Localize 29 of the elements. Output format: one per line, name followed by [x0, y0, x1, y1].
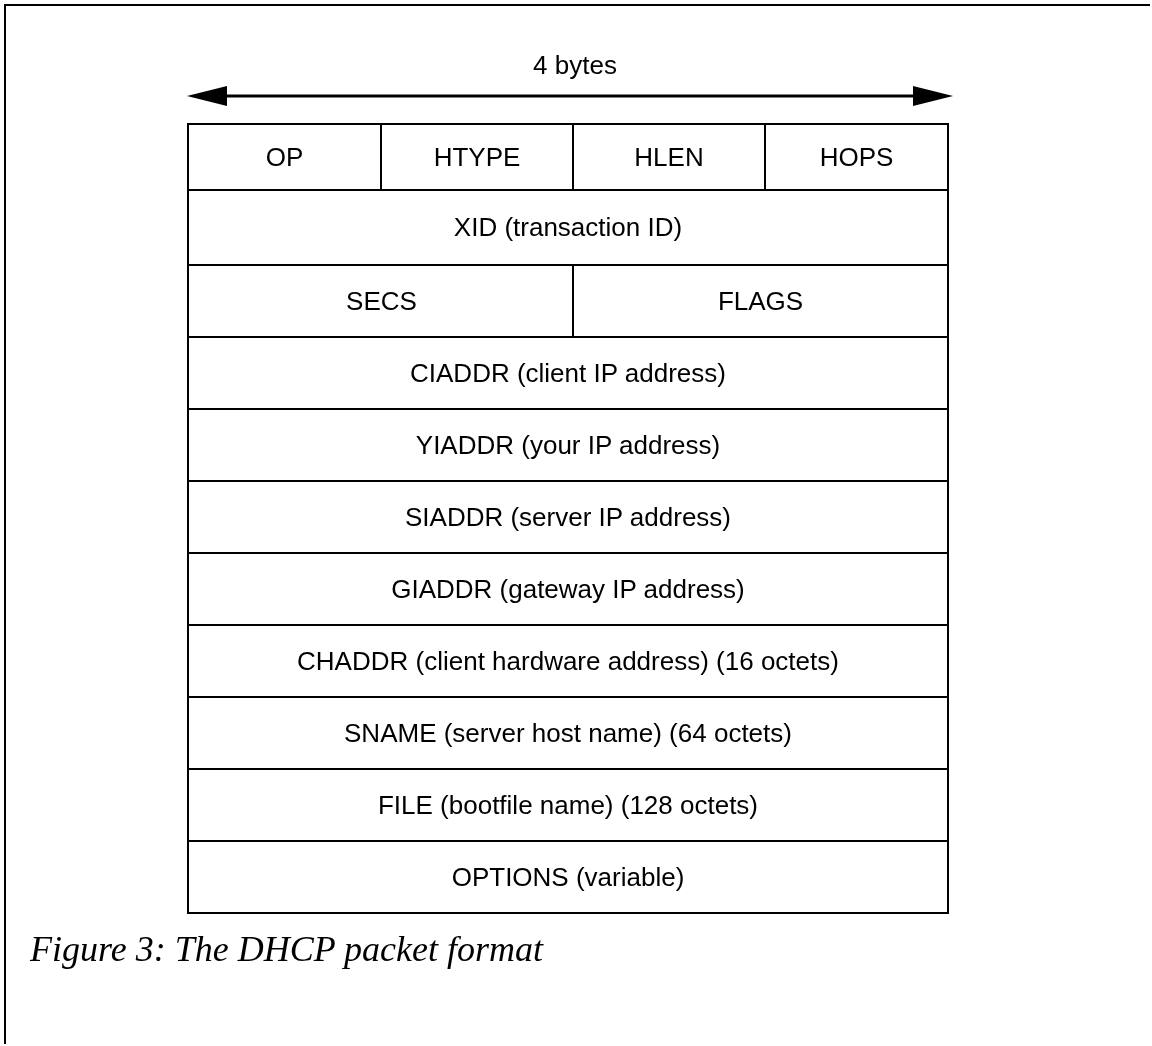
field-name: FILE (bootfile name) (128 octets) — [377, 789, 759, 821]
field-cell — [187, 696, 949, 770]
field-name: OP — [265, 141, 304, 173]
field-name: OPTIONS (variable) — [451, 861, 685, 893]
field-name: SIADDR (server IP address) — [404, 501, 732, 533]
field-cell — [187, 840, 949, 914]
field-cell — [187, 123, 382, 191]
field-cell — [187, 480, 949, 554]
field-name: SNAME (server host name) (64 octets) — [344, 717, 792, 749]
field-name: XID (transaction ID) — [453, 212, 683, 243]
field-name: HLEN — [634, 141, 704, 173]
figure-caption: Figure 3: The DHCP packet format — [30, 928, 543, 970]
field-cell — [572, 264, 949, 338]
field-name: HOPS — [819, 141, 894, 173]
field-cell — [187, 768, 949, 842]
field-name: CHADDR (client hardware address) (16 octets) — [297, 645, 839, 677]
field-cell — [187, 336, 949, 410]
field-name: CIADDR (client IP address) — [410, 357, 726, 389]
dimension-label: 4 bytes — [533, 50, 617, 81]
field-name: YIADDR (your IP address) — [415, 429, 721, 461]
field-cell — [764, 123, 949, 191]
field-cell — [187, 552, 949, 626]
field-cell — [187, 408, 949, 482]
field-name: SECS — [346, 285, 417, 317]
field-name: HTYPE — [433, 141, 521, 173]
field-cell — [187, 624, 949, 698]
field-name: FLAGS — [717, 285, 804, 317]
field-cell — [187, 189, 949, 266]
field-name: GIADDR (gateway IP address) — [391, 573, 745, 605]
